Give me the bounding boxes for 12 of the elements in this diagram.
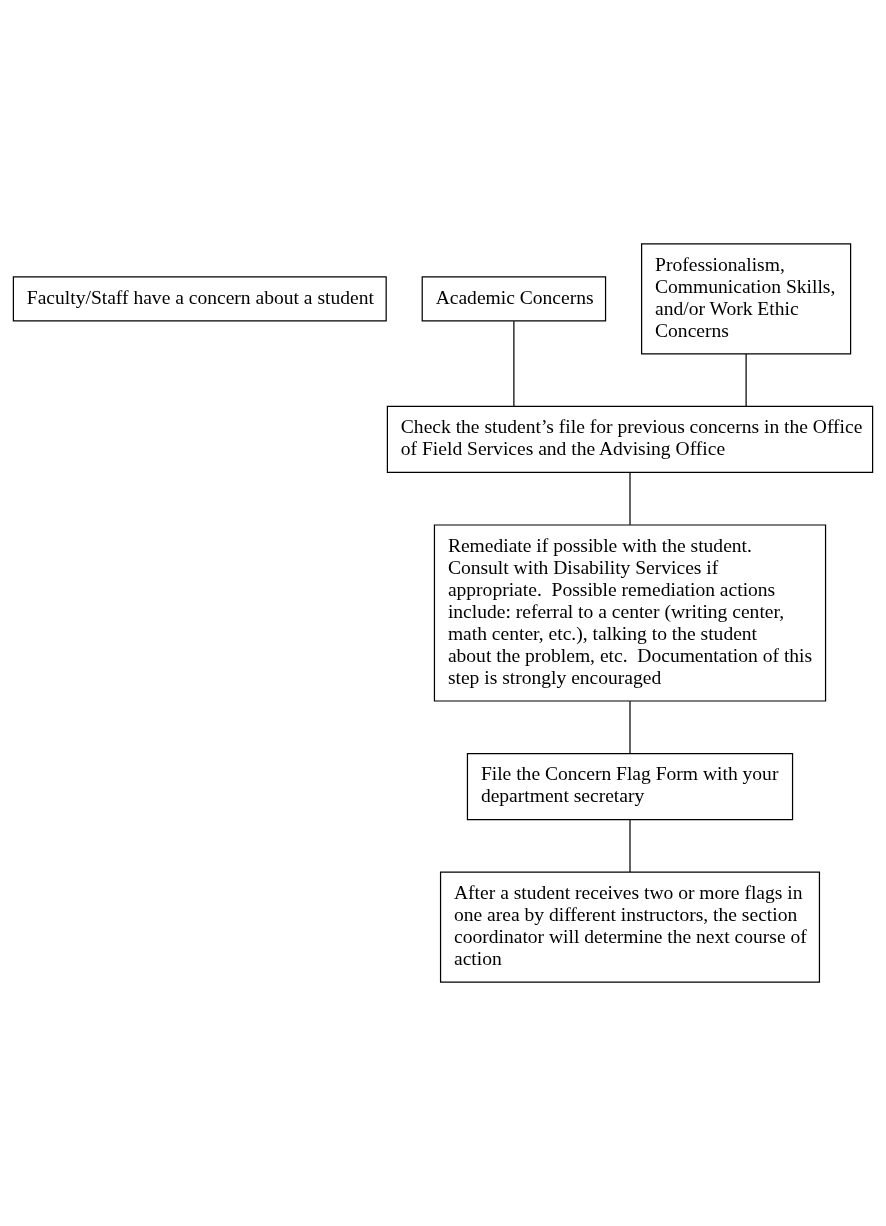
- node-box: Faculty/Staff have a concern about a student: [12, 276, 387, 322]
- connector: [745, 353, 747, 407]
- node-box: Remediate if possible with the student. Consult with Disability Services if appropriate. Possible remediation actions include: referral to a center (writing center, math center, etc.), talking to the student about the problem, etc. Documentation of this step is strongly encouraged: [433, 524, 827, 702]
- node-box: Check the student’s file for previous concerns in the Office of Field Services and the Advising Office: [386, 405, 874, 474]
- node-box: Academic Concerns: [421, 276, 607, 322]
- node-box: Professionalism, Communication Skills, and/or Work Ethic Concerns: [641, 243, 852, 355]
- node-box: After a student receives two or more flags in one area by different instructors, the section coordinator will determine the next course of action: [439, 871, 821, 983]
- connector: [629, 700, 631, 754]
- node-box: File the Concern Flag Form with your department secretary: [466, 752, 794, 821]
- connector: [629, 819, 631, 873]
- connector: [629, 471, 631, 526]
- connector: [513, 320, 515, 407]
